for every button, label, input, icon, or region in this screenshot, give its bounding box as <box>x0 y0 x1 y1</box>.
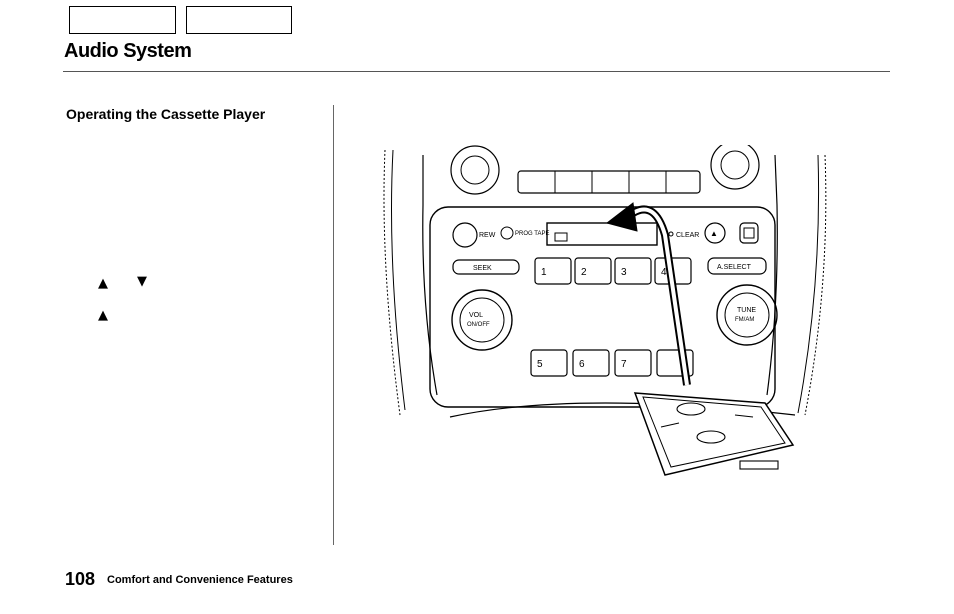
eject-icon: ▲ <box>710 229 718 238</box>
vol-label: VOL <box>469 312 483 319</box>
preset-4-label: 4 <box>661 267 667 278</box>
up-arrow-icon-2: ▲ <box>98 308 108 323</box>
preset-3-label: 3 <box>621 267 627 278</box>
footer-section-name: Comfort and Convenience Features <box>107 574 293 586</box>
fm-am-label: FM/AM <box>735 317 754 323</box>
preset-1-label: 1 <box>541 267 547 278</box>
a-select-label: A.SELECT <box>717 264 752 271</box>
rew-label: REW <box>479 232 496 239</box>
prog-tape-label: PROG TAPE <box>515 231 549 237</box>
clear-label: CLEAR <box>676 232 699 239</box>
tune-label: TUNE <box>737 307 756 314</box>
preset-5-label: 5 <box>537 359 543 370</box>
column-divider <box>333 105 334 545</box>
preset-6-label: 6 <box>579 359 585 370</box>
cassette-insertion-illustration: REW PROG TAPE CLEAR ▲ SEEK 1 2 3 4 A.SEL… <box>383 145 827 476</box>
header-tab-1[interactable] <box>69 6 176 34</box>
header-tab-2[interactable] <box>186 6 292 34</box>
up-arrow-icon: ▲ <box>98 276 108 291</box>
page-title: Audio System <box>64 40 192 62</box>
title-divider <box>63 71 890 72</box>
preset-2-label: 2 <box>581 267 587 278</box>
down-arrow-icon: ▼ <box>137 274 147 289</box>
on-off-label: ON/OFF <box>467 322 490 328</box>
page-number: 108 <box>65 569 96 589</box>
section-heading: Operating the Cassette Player <box>66 106 266 122</box>
preset-7-label: 7 <box>621 359 627 370</box>
seek-label: SEEK <box>473 265 492 272</box>
